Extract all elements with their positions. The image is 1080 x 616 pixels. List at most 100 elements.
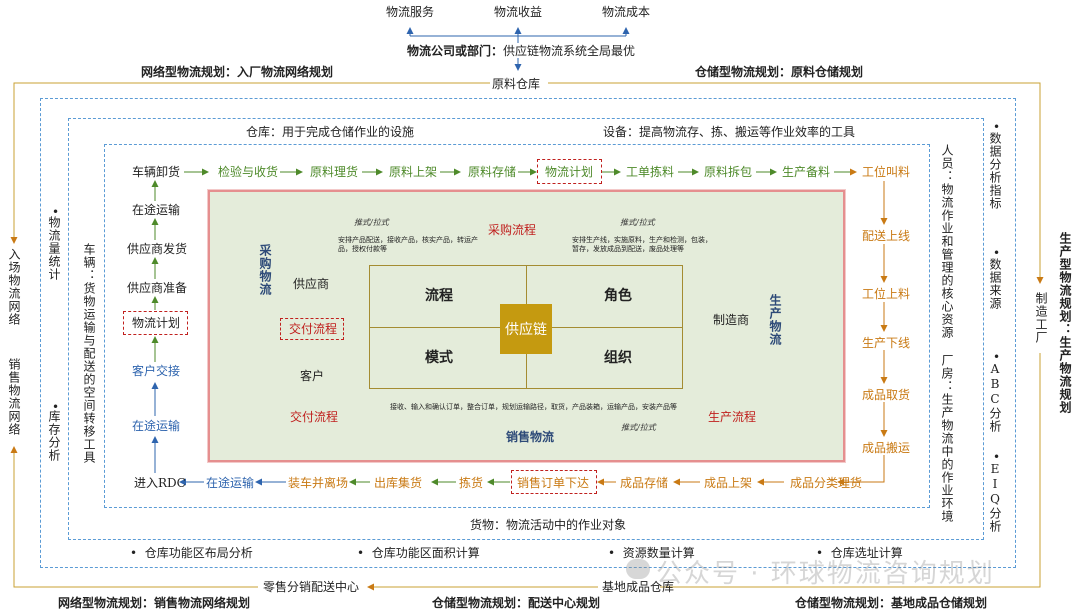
analysis-layout-text: 仓库功能区布局分析 — [144, 546, 253, 560]
step-logistics-plan-top: 物流计划 — [545, 165, 594, 179]
plan-raw-storage-prefix: 仓 — [695, 65, 708, 79]
inventory-label: 库存分析 — [47, 410, 61, 462]
dept-label: 物流公司或部门： — [407, 44, 504, 58]
role-customer: 客户 — [300, 369, 325, 383]
step-picking: 拣货 — [459, 476, 484, 490]
raw-warehouse: 原料仓库 — [492, 77, 541, 91]
step-production-offline: 生产下线 — [862, 336, 911, 350]
purchase-logistics-label: 采购物流 — [258, 244, 272, 296]
right-col-arrows — [837, 181, 888, 486]
analysis-site-text: 仓库选址计算 — [830, 546, 903, 560]
step-product-handling: 成品搬运 — [862, 441, 911, 455]
step-station-load: 工位上料 — [862, 287, 911, 301]
note-purchase: 安排产品配送，接收产品，核实产品，转运产品，授权付款等 — [338, 236, 478, 253]
step-enter-rdc: 进入RDC — [134, 476, 186, 490]
analysis-site: • 仓库选址计算 — [816, 546, 903, 560]
sales-order-box — [511, 470, 597, 494]
step-station-call: 工位叫料 — [862, 165, 911, 179]
eiq-label: EIQ分析 — [988, 462, 1002, 533]
goods-label: 货物：物流活动中的作业对象 — [470, 518, 627, 532]
bullet-dot: • — [52, 205, 60, 219]
grid-mode: 模式 — [425, 350, 453, 366]
bullet-dot: • — [993, 450, 1001, 464]
dept-text: 供应链物流系统全局最优 — [503, 44, 636, 58]
deliver-flow-left: 交付流程 — [290, 410, 339, 424]
people-label: 人员：物流作业和管理的核心资源 — [940, 144, 954, 339]
logistics-plan-box-left — [123, 311, 188, 335]
step-vehicle-unload: 车辆卸货 — [132, 165, 181, 179]
logistics-plan-box-top — [537, 159, 602, 184]
grid-role: 角色 — [604, 288, 632, 304]
step-raw-shelving: 原料上架 — [389, 165, 438, 179]
step-raw-sorting: 原料理货 — [310, 165, 359, 179]
step-product-sorting: 成品分类理货 — [790, 476, 863, 490]
production-plan-label: 生产型物流规划：生产物流规划 — [1058, 232, 1072, 414]
grid-organization: 组织 — [604, 350, 632, 366]
analysis-area-text: 仓库功能区面积计算 — [371, 546, 480, 560]
plan-inbound-network: 网络型物流规划：入厂物流网络规划 — [141, 65, 334, 79]
produce-flow: 生产流程 — [708, 410, 757, 424]
analysis-layout: • 仓库功能区布局分析 — [130, 546, 253, 560]
bullet-dot: • — [993, 350, 1001, 364]
retail-center: 零售分销配送中心 — [263, 580, 360, 594]
bullet-dot: • — [993, 246, 1001, 260]
step-production-prep: 生产备料 — [782, 165, 831, 179]
grid-process: 流程 — [425, 288, 453, 304]
top-revenue-label: 物流收益 — [494, 5, 543, 19]
data-index-label: 数据分析指标 — [988, 132, 1002, 210]
factory-label: 制造工厂 — [1034, 292, 1048, 344]
abc-label: ABC分析 — [988, 362, 1002, 433]
inbound-network-label: 入场物流网络 — [7, 248, 21, 326]
rule-top-left: 推式/拉式 — [354, 218, 389, 227]
step-supplier-prepare: 供应商准备 — [127, 281, 188, 295]
step-transit-left-upper: 在途运输 — [132, 203, 181, 217]
warehouse-header: 仓库：用于完成仓储作业的设施 — [246, 125, 415, 139]
analysis-area: • 仓库功能区面积计算 — [357, 546, 480, 560]
plant-label: 厂房：生产物流中的作业环境 — [940, 354, 954, 523]
step-product-storage: 成品存储 — [620, 476, 669, 490]
step-inspect-receive: 检验与收货 — [218, 165, 279, 179]
bullet-dot: • — [993, 120, 1001, 134]
step-raw-storage: 原料存储 — [468, 165, 517, 179]
plan-sales-network: 网络型物流规划：销售物流网络规划 — [58, 596, 251, 610]
equipment-header: 设备：提高物流存、拣、搬运等作业效率的工具 — [603, 125, 856, 139]
step-order-picking: 工单拣料 — [626, 165, 675, 179]
top-cost-label: 物流成本 — [602, 5, 651, 19]
wechat-icon — [626, 559, 650, 579]
watermark: 公众号 · 环球物流咨询规划 — [656, 559, 995, 589]
stat-label: 物流量统计 — [47, 216, 61, 281]
rule-top-right: 推式/拉式 — [620, 218, 655, 227]
analysis-resource-text: 资源数量计算 — [622, 546, 695, 560]
middle-dashed-frame — [68, 118, 984, 540]
plan-raw-storage-text: 储型物流规划：原料仓储规划 — [707, 65, 864, 79]
step-product-shelving: 成品上架 — [704, 476, 753, 490]
deliver-flow-box — [280, 318, 344, 340]
rule-bottom: 推式/拉式 — [621, 423, 656, 432]
base-warehouse: 基地成品仓库 — [602, 580, 675, 594]
note-sales: 接收、输入和确认订单，整合订单，规划运输路径，取货，产品装箱，运输产品，安装产品… — [390, 403, 677, 411]
plan-distribution-center: 仓储型物流规划：配送中心规划 — [432, 596, 601, 610]
data-source-label: 数据来源 — [988, 258, 1002, 310]
analysis-resource: • 资源数量计算 — [608, 546, 695, 560]
step-load-depart: 装车并离场 — [288, 476, 349, 490]
top-service-label: 物流服务 — [386, 5, 435, 19]
step-product-pickup: 成品取货 — [862, 388, 911, 402]
step-transit-left-lower: 在途运输 — [132, 419, 181, 433]
purchase-flow: 采购流程 — [488, 223, 537, 237]
outer-frame — [10, 82, 1044, 591]
sales-network-label: 销售物流网络 — [7, 358, 21, 436]
vehicle-label: 车辆：货物运输与配送的空间转移工具 — [82, 243, 96, 464]
step-outbound-collect: 出库集货 — [374, 476, 423, 490]
step-transit-bottom: 在途运输 — [206, 476, 255, 490]
step-sales-order: 销售订单下达 — [517, 476, 590, 490]
dept-line: 物流公司或部门：供应链物流系统全局最优 — [407, 44, 635, 58]
step-logistics-plan-left: 物流计划 — [132, 316, 181, 330]
top-tree — [406, 27, 630, 71]
inner-dashed-frame — [104, 144, 930, 508]
plan-raw-storage: 仓储型物流规划：原料仓储规划 — [695, 65, 863, 79]
role-supplier: 供应商 — [293, 277, 330, 291]
supply-chain-core: 供应链 — [500, 304, 552, 354]
note-production: 安排生产线，实施原料，生产和检测，包装，暂存，发放成品到配送，废品处理等 — [572, 236, 712, 253]
outer-dashed-frame — [40, 98, 1016, 568]
production-logistics-label: 生产物流 — [768, 294, 782, 346]
